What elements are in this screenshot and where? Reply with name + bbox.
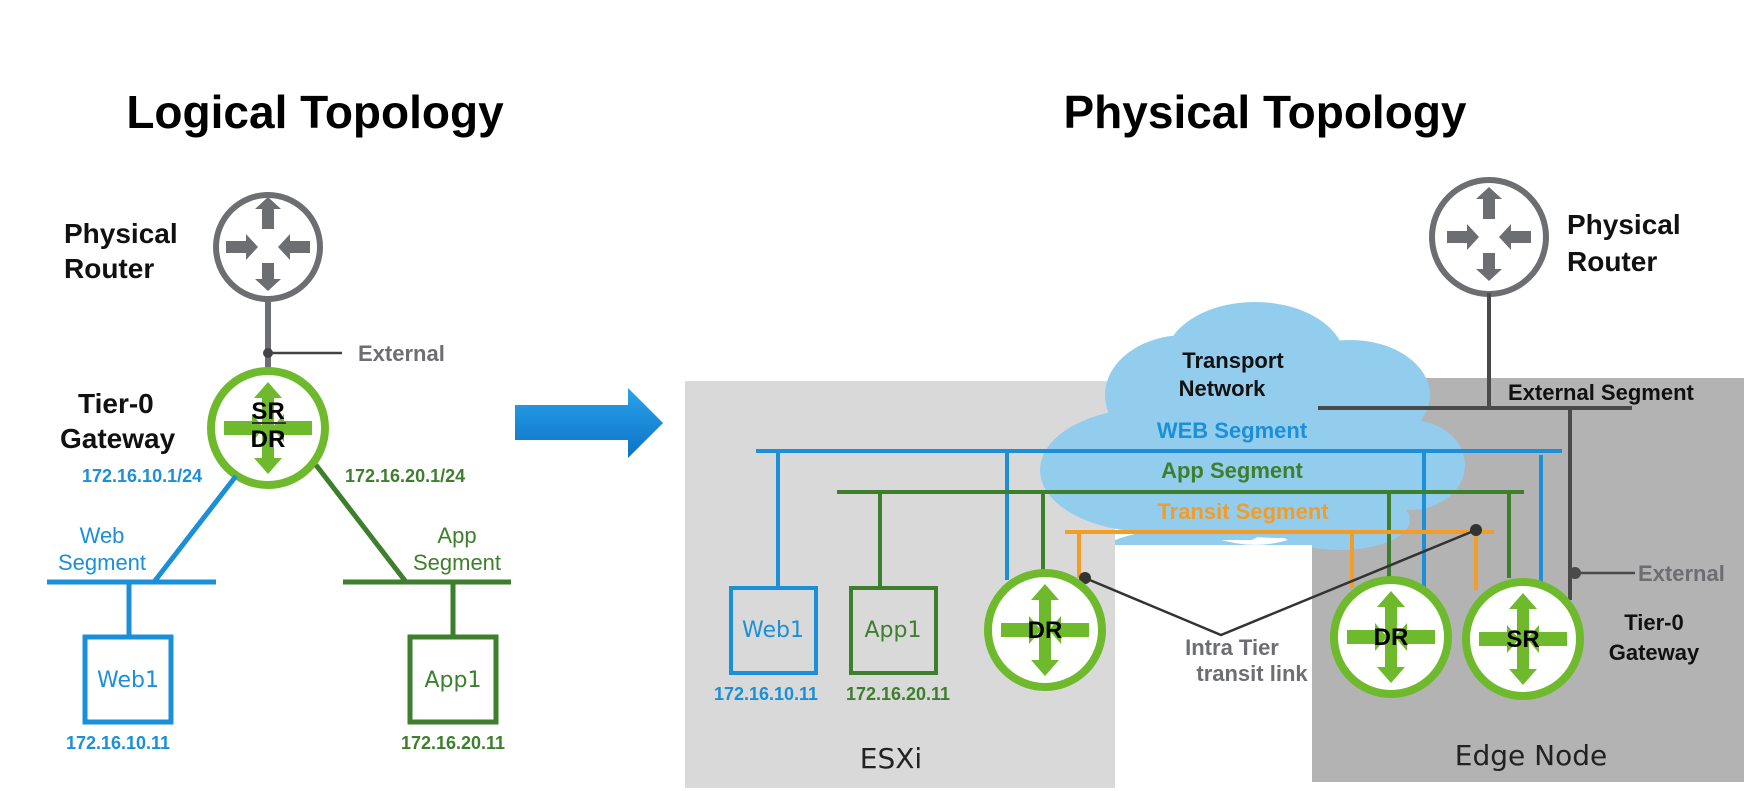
logical-tier0-label-2: Gateway	[60, 423, 176, 454]
physical-router	[1429, 177, 1549, 297]
transport-network-cloud	[1040, 302, 1465, 550]
logical-app1-vm	[407, 634, 499, 725]
intra-tier-label-2: transit link	[1196, 661, 1308, 686]
intra-tier-transit-link	[1084, 528, 1477, 637]
physical-external-label: External	[1638, 561, 1725, 586]
esxi-app1-name: App1	[865, 618, 922, 643]
logical-web1-vm	[82, 634, 174, 725]
logical-router-label-2: Router	[64, 253, 154, 284]
intra-tier-label-1: Intra Tier	[1185, 635, 1279, 660]
logical-web1-ip: 172.16.10.11	[66, 733, 170, 753]
esxi-web1-name: Web1	[742, 618, 804, 643]
web-segment-label-1: Web	[80, 523, 125, 548]
edge-dr-label: DR	[1374, 624, 1409, 651]
logical-title: Logical Topology	[126, 86, 504, 138]
edge-dr-router: DR	[1330, 576, 1452, 698]
physical-title: Physical Topology	[1064, 86, 1467, 138]
app-gateway-ip: 172.16.20.1/24	[345, 466, 465, 486]
logical-tier0-label-1: Tier-0	[78, 388, 154, 419]
web-segment-label-2: Segment	[58, 550, 146, 575]
esxi-web1-ip: 172.16.10.11	[714, 684, 818, 704]
dr-label: DR	[251, 426, 286, 453]
esxi-label: ESXi	[860, 742, 922, 775]
app-segment-label-1: App	[437, 523, 476, 548]
edge-sr-label: SR	[1506, 626, 1539, 653]
transport-network-label-1: Transport	[1182, 348, 1284, 373]
esxi-dr-label: DR	[1028, 617, 1063, 644]
esxi-app1-ip: 172.16.20.11	[846, 684, 950, 704]
web-segment-label: WEB Segment	[1157, 418, 1308, 443]
edge-node-label: Edge Node	[1455, 739, 1607, 772]
logical-app1-name: App1	[425, 668, 482, 693]
edge-sr-router: SR	[1462, 578, 1584, 700]
sr-label: SR	[251, 398, 284, 425]
logical-external-label: External	[358, 341, 445, 366]
logical-router-label-1: Physical	[64, 218, 178, 249]
logical-physical-router	[213, 192, 323, 302]
logical-app1-ip: 172.16.20.11	[401, 733, 505, 753]
logical-web1-name: Web1	[97, 668, 159, 693]
esxi-dr-router: DR	[984, 569, 1106, 691]
esxi-app1-vm	[849, 586, 938, 675]
physical-router-label-1: Physical	[1567, 209, 1681, 240]
external-segment-label: External Segment	[1508, 380, 1695, 405]
physical-router-label-2: Router	[1567, 246, 1657, 277]
router-icon	[213, 192, 323, 302]
logical-tier0-gateway: SR DR	[207, 367, 329, 489]
physical-tier0-label-1: Tier-0	[1624, 610, 1684, 635]
physical-tier0-label-2: Gateway	[1609, 640, 1700, 665]
app-segment-label-2: Segment	[413, 550, 501, 575]
app-segment-label: App Segment	[1161, 458, 1303, 483]
right-arrow-icon	[515, 388, 663, 458]
transport-network-label-2: Network	[1179, 376, 1267, 401]
esxi-web1-vm	[729, 586, 818, 675]
web-gateway-ip: 172.16.10.1/24	[82, 466, 202, 486]
transit-segment-label: Transit Segment	[1157, 499, 1329, 524]
